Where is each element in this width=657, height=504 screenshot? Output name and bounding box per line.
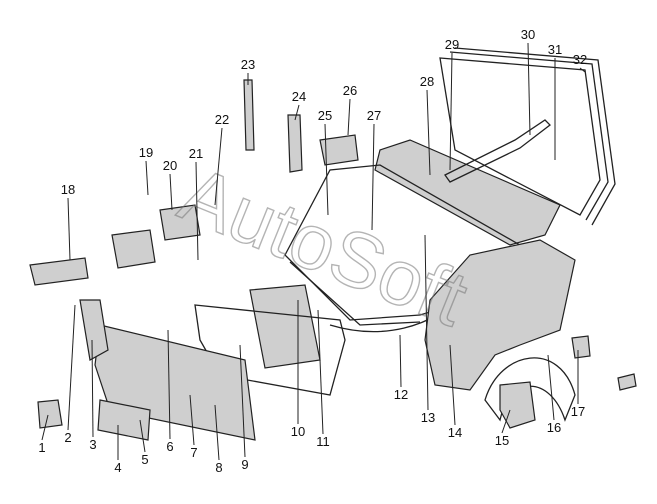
- callout-4: 4: [114, 460, 121, 475]
- callout-7: 7: [190, 445, 197, 460]
- leader-line: [67, 304, 76, 431]
- mud-flap: [499, 381, 536, 429]
- cowl-panel: [374, 139, 561, 246]
- leader-line: [214, 404, 220, 461]
- leader-line: [167, 329, 171, 440]
- callout-32: 32: [573, 52, 587, 67]
- callout-3: 3: [89, 437, 96, 452]
- leader-line: [501, 409, 511, 434]
- callout-24: 24: [292, 89, 306, 104]
- side-lamp: [29, 257, 89, 286]
- leader-line: [527, 42, 531, 136]
- corner-lamp: [37, 399, 63, 429]
- grille: [249, 284, 321, 369]
- callout-12: 12: [394, 387, 408, 402]
- headlamp: [111, 229, 156, 269]
- callout-27: 27: [367, 108, 381, 123]
- leader-line: [371, 123, 375, 231]
- callout-29: 29: [445, 37, 459, 52]
- bracket: [79, 299, 109, 361]
- callout-18: 18: [61, 182, 75, 197]
- callout-23: 23: [241, 57, 255, 72]
- callout-25: 25: [318, 108, 332, 123]
- callout-15: 15: [495, 433, 509, 448]
- leader-line: [399, 334, 402, 388]
- leader-line: [426, 89, 431, 176]
- leader-line: [424, 234, 429, 411]
- leader-line: [239, 344, 246, 458]
- fender: [424, 239, 576, 391]
- leader-line: [67, 197, 71, 261]
- callout-6: 6: [166, 439, 173, 454]
- callout-13: 13: [421, 410, 435, 425]
- windshield: [439, 47, 616, 226]
- leader-line: [214, 127, 223, 206]
- callout-19: 19: [139, 145, 153, 160]
- callout-8: 8: [215, 460, 222, 475]
- callout-2: 2: [64, 430, 71, 445]
- hinge-right: [319, 134, 359, 166]
- leader-line: [579, 67, 586, 73]
- fog-lamp: [159, 204, 201, 241]
- leader-line: [324, 123, 329, 216]
- callout-9: 9: [241, 457, 248, 472]
- side-marker: [571, 335, 591, 359]
- leader-line: [139, 419, 146, 453]
- leader-line: [145, 160, 149, 196]
- callout-16: 16: [547, 420, 561, 435]
- callout-21: 21: [189, 146, 203, 161]
- side-repeater: [617, 373, 637, 391]
- leader-line: [195, 161, 199, 261]
- leader-line: [91, 339, 94, 438]
- hinge: [287, 114, 303, 173]
- leader-line: [449, 52, 453, 171]
- callout-17: 17: [571, 404, 585, 419]
- callout-14: 14: [448, 425, 462, 440]
- leader-line: [317, 309, 324, 435]
- callout-20: 20: [163, 158, 177, 173]
- wiper: [444, 119, 551, 183]
- callout-1: 1: [38, 440, 45, 455]
- callout-28: 28: [420, 74, 434, 89]
- callout-11: 11: [316, 434, 330, 449]
- leader-line: [294, 104, 300, 121]
- leader-line: [169, 173, 173, 211]
- callout-22: 22: [215, 112, 229, 127]
- antenna: [243, 79, 255, 151]
- callout-10: 10: [291, 424, 305, 439]
- license-plate: [97, 399, 151, 441]
- leader-line: [547, 354, 555, 421]
- leader-line: [347, 98, 351, 136]
- leader-line: [189, 394, 195, 446]
- callout-30: 30: [521, 27, 535, 42]
- radiator-support: [194, 304, 346, 396]
- leader-line: [41, 414, 49, 441]
- callout-5: 5: [141, 452, 148, 467]
- callout-31: 31: [548, 42, 562, 57]
- callout-26: 26: [343, 83, 357, 98]
- leader-line: [449, 344, 456, 426]
